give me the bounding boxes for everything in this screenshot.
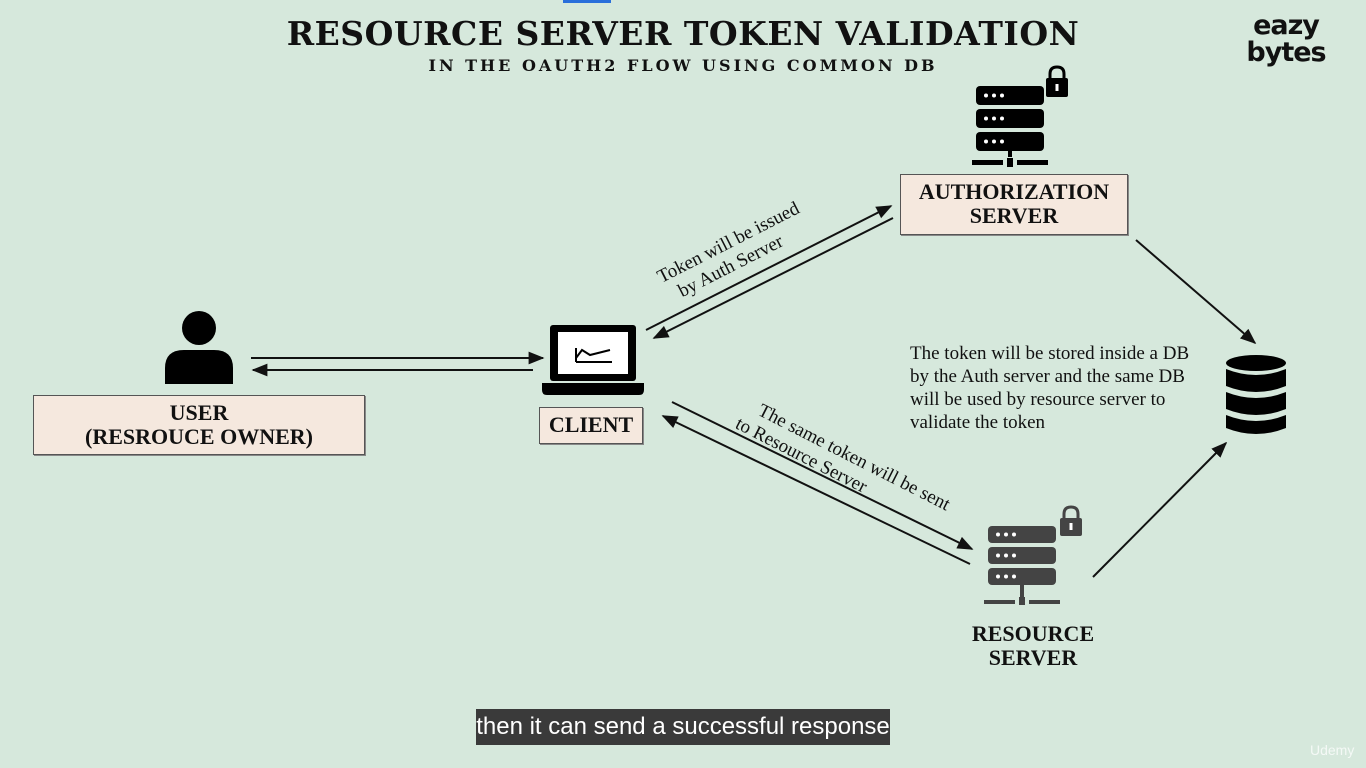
laptop-icon [542, 325, 644, 395]
client-label-box: CLIENT [539, 407, 643, 444]
auth-server-sublabel: SERVER [969, 203, 1059, 228]
user-icon [165, 311, 233, 384]
eazybytes-logo: eazy bytes [1238, 12, 1334, 66]
video-progress-indicator [563, 0, 611, 3]
auth-server-label-box: AUTHORIZATION SERVER [900, 174, 1128, 235]
auth-lock-icon [1046, 65, 1068, 97]
resource-lock-icon [1060, 505, 1082, 536]
resource-server-icon [984, 505, 1082, 606]
diagram-subtitle: IN THE OAUTH2 FLOW USING COMMON DB [428, 56, 938, 75]
db-note: The token will be stored inside a DB by … [910, 342, 1230, 434]
arrow-client-to-auth [645, 205, 893, 331]
db-note-line: by the Auth server and the same DB [910, 366, 1185, 387]
user-label-box: USER (RESROUCE OWNER) [33, 395, 365, 455]
resource-server-label-block: RESOURCE SERVER [952, 622, 1114, 670]
auth-server-icon [972, 65, 1068, 168]
diagram-title: RESOURCE SERVER TOKEN VALIDATION [286, 14, 1080, 53]
arrow-resource-to-client [661, 415, 971, 565]
user-sublabel: (RESROUCE OWNER) [85, 424, 313, 449]
arrow-auth-to-client [652, 217, 894, 339]
db-note-line: will be used by resource server to [910, 389, 1166, 410]
arrow-auth-to-db [1135, 239, 1257, 345]
client-label: CLIENT [548, 412, 634, 437]
db-note-line: validate the token [910, 412, 1046, 433]
logo-line-bytes: bytes [1246, 37, 1326, 68]
user-label: USER [169, 400, 229, 425]
db-note-line: The token will be stored inside a DB [910, 343, 1190, 364]
database-icon [1226, 355, 1286, 434]
udemy-watermark: Udemy [1310, 742, 1355, 758]
auth-server-label: AUTHORIZATION [918, 179, 1110, 204]
resource-server-label: RESOURCE [971, 621, 1095, 646]
logo-line-eazy: eazy [1253, 10, 1320, 41]
video-caption: then it can send a successful response [476, 709, 890, 745]
resource-server-sublabel: SERVER [988, 645, 1078, 670]
arrow-resource-to-db [1092, 441, 1228, 578]
arrow-client-to-resource [671, 401, 974, 550]
